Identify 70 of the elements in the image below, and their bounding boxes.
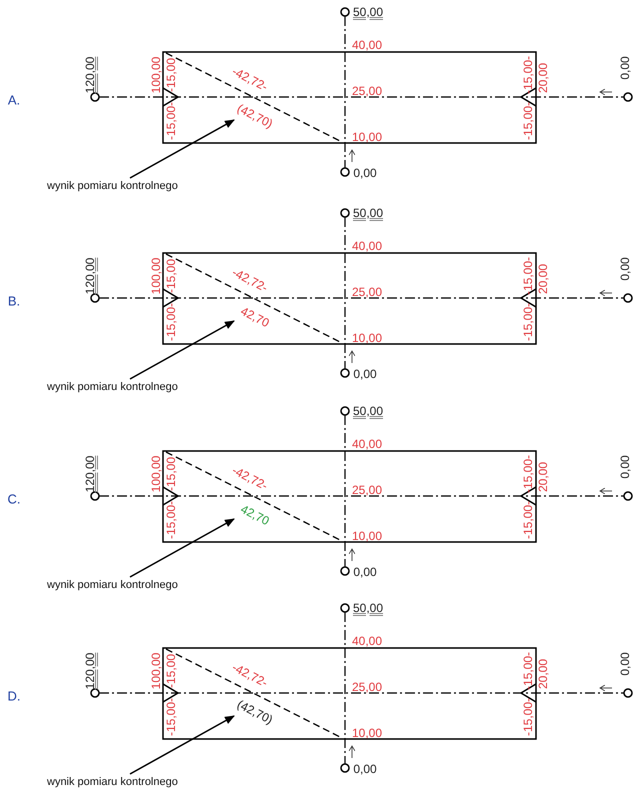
- offset-value: -15,00-: [522, 500, 534, 540]
- coordinate-value: 0,00: [353, 566, 377, 578]
- offset-value: 40,00: [352, 39, 382, 51]
- offset-value: 10,00: [352, 727, 382, 739]
- diagonal-length: -42,72-: [230, 65, 270, 93]
- coordinate-value: 0,00: [353, 167, 377, 179]
- coordinate-value: 50,00: [352, 602, 384, 614]
- coordinate-value: 0,00: [353, 763, 377, 775]
- coordinate-value: 50,00: [352, 207, 384, 219]
- diagonal-length: -42,72-: [230, 266, 270, 294]
- offset-value: 40,00: [352, 240, 382, 252]
- offset-value: 25,00: [352, 286, 382, 298]
- offset-value: -15,00: [165, 58, 177, 92]
- diagonal-length: -42,72-: [230, 661, 270, 689]
- coordinate-value: 120,00: [84, 56, 96, 94]
- offset-value: 100,00: [150, 258, 162, 294]
- option-letter: B.: [8, 294, 20, 308]
- leader-text: wynik pomiaru kontrolnego: [47, 580, 178, 591]
- offset-value: -15,00: [165, 258, 177, 294]
- offset-value: 10,00: [352, 131, 382, 143]
- offset-value: -15,00: [165, 456, 177, 492]
- coordinate-value: 0,00: [619, 455, 631, 479]
- coordinate-value: 50,00: [352, 6, 384, 18]
- offset-value: -15,00-: [522, 302, 534, 342]
- offset-value: 40,00: [352, 438, 382, 450]
- offset-value: 100,00: [150, 456, 162, 492]
- coordinate-value: 120,00: [84, 652, 96, 690]
- coordinate-value: 0,00: [619, 652, 631, 676]
- leader-text: wynik pomiaru kontrolnego: [47, 382, 178, 393]
- offset-value: 25,00: [352, 681, 382, 693]
- coordinate-value: 0,00: [619, 257, 631, 281]
- offset-value: -15,00-: [522, 102, 534, 140]
- leader-line: [130, 715, 235, 775]
- leader-line: [130, 518, 235, 578]
- option-letter: A.: [8, 94, 20, 106]
- leader-line: [130, 119, 235, 179]
- offset-value: -15,00-: [522, 698, 534, 736]
- option-letter: D.: [8, 690, 20, 702]
- offset-value: -15,00-: [522, 256, 534, 296]
- offset-value: 40,00: [352, 635, 382, 647]
- offset-value: -15,00-: [522, 454, 534, 494]
- offset-value: 10,00: [352, 332, 382, 344]
- coordinate-value: 120,00: [84, 258, 96, 294]
- offset-value: -15,00-: [165, 698, 177, 736]
- offset-value: -15,00-: [165, 102, 177, 140]
- offset-value: 25,00: [352, 85, 382, 97]
- offset-value: -15,00-: [522, 652, 534, 690]
- offset-value: -15,00-: [522, 56, 534, 94]
- option-letter: C.: [8, 492, 20, 506]
- control-measurement-value: 42,70: [238, 304, 272, 330]
- offset-value: 20,00: [537, 264, 549, 294]
- control-measurement-value: 42,70: [238, 502, 272, 528]
- offset-value: 100,00: [150, 652, 162, 690]
- diagonal-length: -42,72-: [230, 464, 270, 492]
- leader-text: wynik pomiaru kontrolnego: [47, 777, 178, 788]
- offset-value: 20,00: [537, 62, 549, 94]
- offset-value: -15,00-: [165, 302, 177, 342]
- leader-line: [130, 320, 235, 380]
- offset-value: 100,00: [150, 56, 162, 94]
- leader-text: wynik pomiaru kontrolnego: [47, 181, 178, 192]
- offset-value: 25,00: [352, 484, 382, 496]
- offset-value: 20,00: [537, 658, 549, 690]
- offset-value: -15,00: [165, 654, 177, 688]
- offset-value: 20,00: [537, 462, 549, 492]
- offset-value: 10,00: [352, 530, 382, 542]
- coordinate-value: 0,00: [353, 368, 377, 380]
- coordinate-value: 120,00: [84, 456, 96, 492]
- coordinate-value: 0,00: [619, 56, 631, 80]
- coordinate-value: 50,00: [352, 405, 384, 417]
- offset-value: -15,00-: [165, 500, 177, 540]
